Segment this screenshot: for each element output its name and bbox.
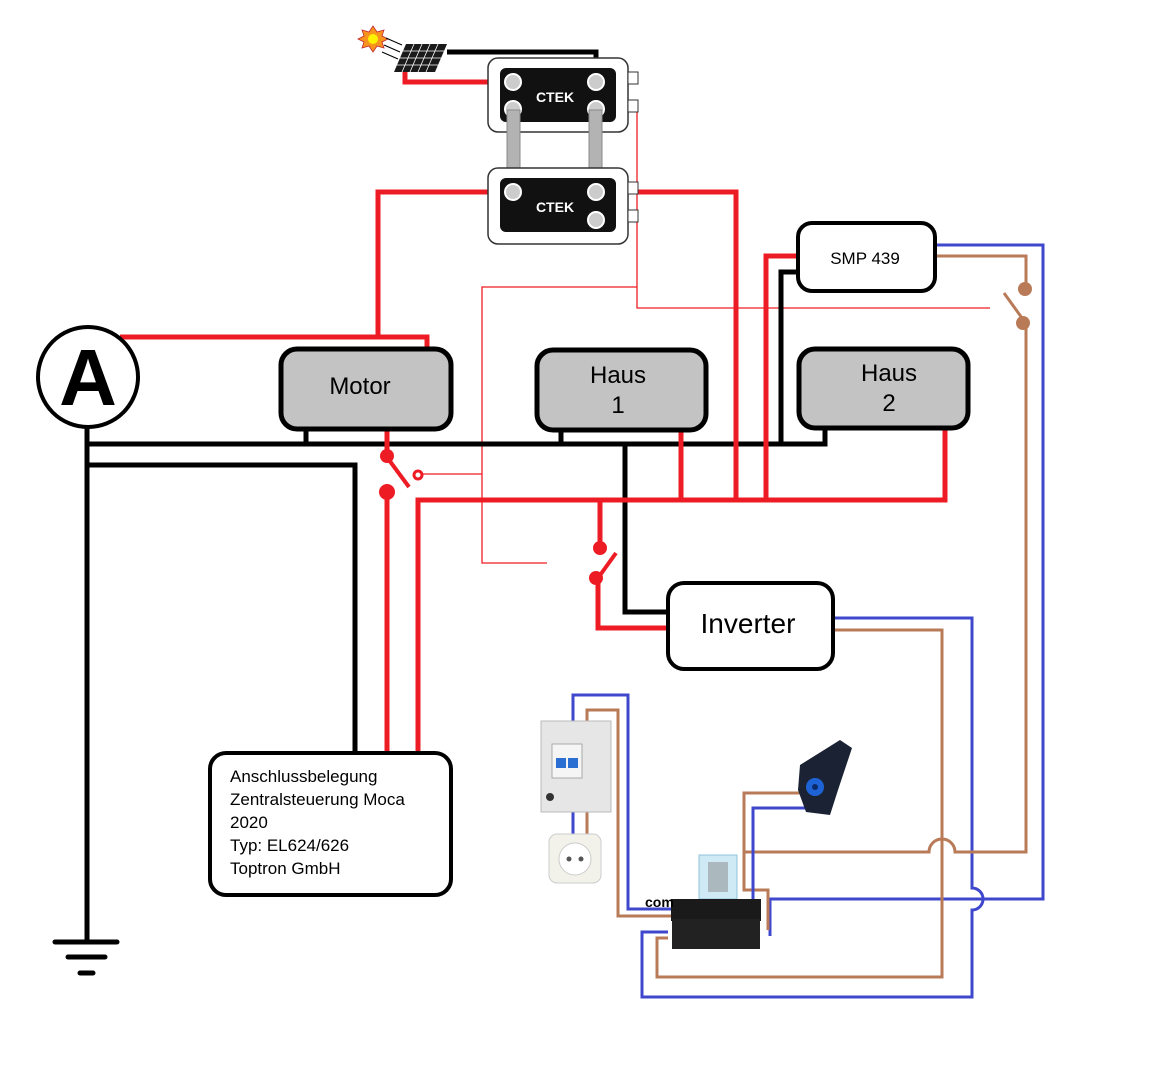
inverter-blue-wire: [640, 616, 985, 999]
ac-wires: [571, 243, 1045, 999]
battery-motor: Motor: [278, 346, 454, 432]
inverter-label: Inverter: [701, 608, 796, 639]
ctek-charger-bottom: CTEK: [487, 167, 639, 245]
smp-label: SMP 439: [830, 249, 900, 268]
motor-relay-switch: [379, 449, 424, 500]
sun-icon: [357, 25, 389, 53]
inverter-relay-switch: [589, 541, 618, 585]
control-unit-line: Anschlussbelegung: [230, 767, 377, 786]
battery-haus1-label-2: 1: [611, 392, 624, 419]
ammeter: A: [36, 325, 140, 429]
ctek-bottom-brand: CTEK: [536, 199, 574, 215]
solar-panel-icon: [357, 25, 447, 73]
smp-439-module: SMP 439: [796, 221, 937, 293]
cee-inlet-icon: [798, 740, 852, 815]
blue-hop-wire: [768, 897, 982, 936]
smp-negative: [778, 269, 797, 444]
signal-wire-ctek-to-smp-switch: [636, 100, 990, 309]
ground-bus: [87, 420, 828, 447]
ctek-charger-top: CTEK: [487, 57, 639, 133]
smp-blue-wire: [936, 243, 1045, 901]
inverter-feed-bottom: [595, 578, 667, 631]
smp-switch: [1002, 282, 1032, 330]
signal-wires: [422, 100, 990, 564]
battery-haus2-label-1: Haus: [861, 360, 917, 387]
sunlight-arrows-icon: [381, 37, 403, 60]
circuit-breaker-icon: [540, 720, 612, 813]
relay-icon: com: [645, 854, 761, 949]
ctek-to-motor: [375, 189, 520, 337]
inlet-blue-wire: [751, 806, 805, 900]
breaker-blue-wire: [571, 693, 685, 911]
control-unit: Anschlussbelegung Zentralsteuerung Moca …: [208, 751, 453, 897]
breaker-brown-wire: [585, 708, 683, 918]
control-unit-line: Toptron GmbH: [230, 859, 341, 878]
signal-wire-ctek-to-left: [481, 286, 637, 564]
ground-wire-control: [87, 462, 358, 752]
control-unit-line: 2020: [230, 813, 268, 832]
control-unit-line: Zentralsteuerung Moca: [230, 790, 405, 809]
ctek-top-brand: CTEK: [536, 89, 574, 105]
battery-haus2-label-2: 2: [882, 390, 895, 417]
inverter: Inverter: [666, 581, 835, 671]
inverter-negative: [622, 444, 667, 615]
ground-icon: [52, 939, 120, 976]
battery-motor-label: Motor: [329, 373, 390, 400]
schuko-socket-icon: [548, 833, 602, 884]
relay-com-label: com: [645, 894, 674, 910]
inlet-brown-wire: [742, 791, 800, 930]
smp-brown-wire: [936, 254, 1028, 285]
ctek-to-house: [596, 189, 739, 500]
ammeter-symbol: A: [59, 333, 117, 422]
solar-positive: [402, 72, 513, 85]
negative-wires: [84, 49, 828, 942]
battery-haus1-label-1: Haus: [590, 362, 646, 389]
smp-positive: [763, 253, 797, 500]
battery-haus2: Haus 2: [796, 346, 971, 431]
control-unit-line: Typ: EL624/626: [230, 836, 349, 855]
battery-haus1: Haus 1: [534, 347, 709, 433]
inverter-brown-wire: [655, 628, 944, 979]
